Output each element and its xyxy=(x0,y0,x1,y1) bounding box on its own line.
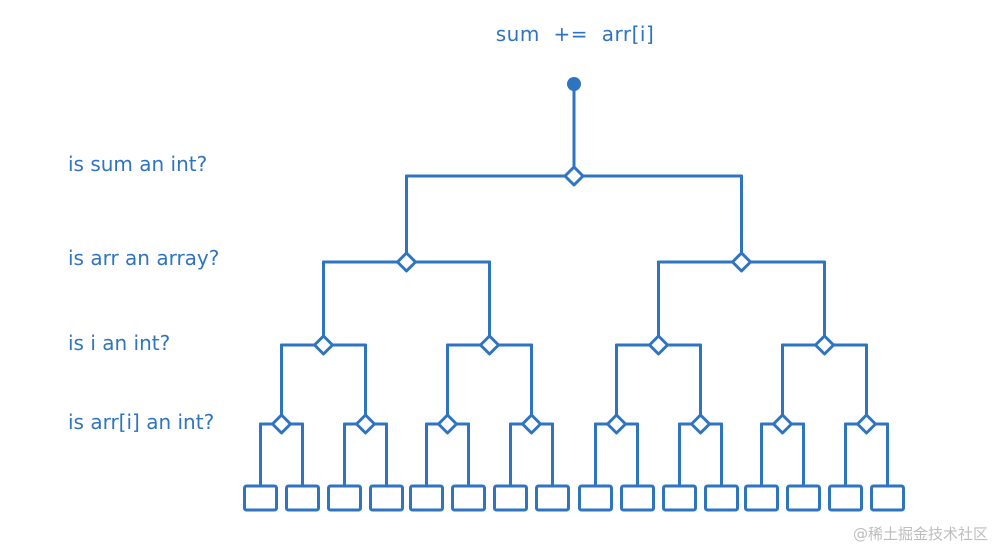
leaf-box-7 xyxy=(535,484,570,512)
decision-node-l3-0 xyxy=(313,334,334,356)
decision-node-l4-7 xyxy=(856,413,877,435)
leaf-box-13 xyxy=(786,484,821,512)
leaf-box-5 xyxy=(451,484,486,512)
decision-node-l4-4 xyxy=(606,413,627,435)
question-level-1: is sum an int? xyxy=(68,152,208,176)
watermark: @稀土掘金技术社区 xyxy=(852,525,988,543)
root-dot xyxy=(567,77,581,91)
decision-node-l4-6 xyxy=(772,413,793,435)
question-level-2: is arr an array? xyxy=(68,246,220,270)
leaf-box-11 xyxy=(704,484,739,512)
leaf-box-10 xyxy=(662,484,697,512)
leaf-box-0 xyxy=(243,484,278,512)
question-level-4: is arr[i] an int? xyxy=(68,410,215,434)
decision-node-l2-0 xyxy=(396,251,417,273)
decision-node-l4-2 xyxy=(437,413,458,435)
decision-node-l2-1 xyxy=(731,251,752,273)
leaf-box-8 xyxy=(578,484,613,512)
leaf-box-6 xyxy=(493,484,528,512)
code-statement: sum += arr[i] xyxy=(495,22,655,46)
question-level-3: is i an int? xyxy=(68,331,171,355)
leaf-box-12 xyxy=(744,484,779,512)
decision-node-l4-5 xyxy=(690,413,711,435)
decision-node-l3-1 xyxy=(479,334,500,356)
decision-node-l4-1 xyxy=(355,413,376,435)
leaf-box-3 xyxy=(369,484,404,512)
decision-node-l3-2 xyxy=(648,334,669,356)
decision-node-l4-0 xyxy=(271,413,292,435)
leaf-box-4 xyxy=(409,484,444,512)
leaf-box-2 xyxy=(327,484,362,512)
leaf-box-15 xyxy=(870,484,905,512)
leaf-box-9 xyxy=(620,484,655,512)
leaf-box-1 xyxy=(285,484,320,512)
decision-node-l1-0 xyxy=(563,165,585,187)
leaf-box-14 xyxy=(828,484,863,512)
decision-node-l4-3 xyxy=(521,413,542,435)
decision-node-l3-3 xyxy=(814,334,835,356)
